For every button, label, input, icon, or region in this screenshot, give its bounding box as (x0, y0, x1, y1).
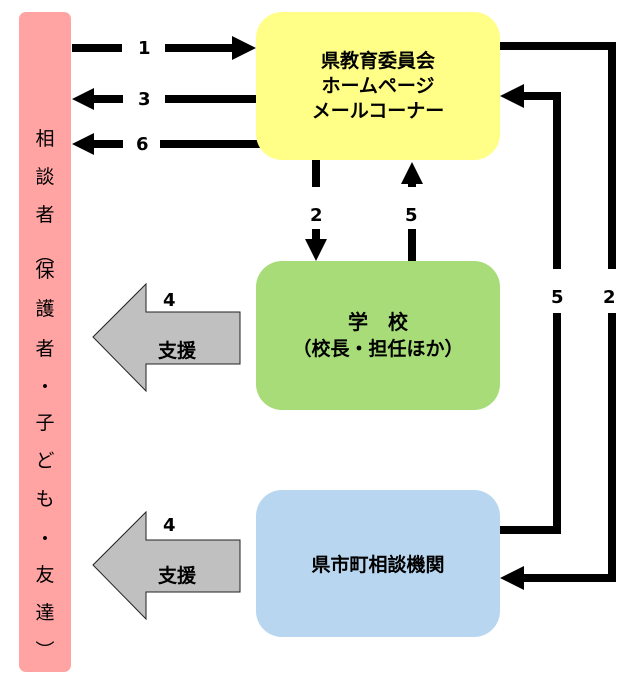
flow-label-5-agency: 5 (551, 287, 564, 308)
flow-label-5-school: 5 (405, 205, 418, 226)
consulter-char: ︶ (35, 640, 55, 662)
consulter-char: ・ (35, 528, 55, 550)
consultation-agency-box: 県市町相談機関 (256, 490, 500, 637)
consulter-char: 友 (35, 564, 55, 586)
consulter-char: 者 (35, 338, 55, 360)
school-line-1: 学 校 (348, 309, 408, 334)
consulter-char: も (35, 488, 55, 510)
board-of-education-box: 県教育委員会 ホームページ メールコーナー (256, 12, 500, 160)
consulter-bar: 相談者︵保護者・子ども・友達︶ (19, 12, 71, 672)
board-line-3: メールコーナー (311, 99, 445, 122)
school-box: 学 校 （校長・担任ほか） (256, 261, 500, 410)
flow-2-school-arrow (305, 160, 327, 261)
support-label-school: 支援 (158, 340, 197, 362)
consulter-char: 子 (35, 412, 55, 434)
consulter-char: ど (35, 450, 55, 472)
flow-label-6: 6 (136, 134, 149, 155)
flow-label-3: 3 (138, 89, 151, 110)
consulter-char: 相 (35, 128, 55, 150)
consulter-char: 談 (35, 166, 55, 188)
support-number-school: 4 (163, 290, 176, 311)
flow-6-arrow (72, 133, 260, 155)
consulter-char: ︵ (35, 244, 55, 266)
board-line-1: 県教育委員会 (320, 49, 435, 72)
flow-3-arrow (72, 88, 256, 110)
school-line-2: （校長・担任ほか） (292, 337, 464, 360)
flow-label-2-agency: 2 (603, 287, 616, 308)
support-arrow-school (92, 282, 241, 393)
flow-label-2-school: 2 (310, 205, 323, 226)
agency-line-1: 県市町相談機関 (311, 554, 445, 576)
support-label-agency: 支援 (158, 565, 197, 587)
consulter-char: ・ (35, 376, 55, 398)
board-line-2: ホームページ (321, 74, 435, 97)
flow-2-agency-arrow (500, 42, 616, 590)
flow-1-arrow (72, 36, 256, 60)
consulter-char: 者 (35, 204, 55, 226)
flow-label-1: 1 (138, 38, 151, 59)
support-arrow-agency (92, 510, 241, 621)
support-number-agency: 4 (163, 515, 176, 536)
consulter-char: 保 (35, 260, 55, 282)
consulter-char: 達 (35, 602, 55, 624)
flow-5-school-arrow (401, 162, 423, 261)
consulter-char: 護 (35, 298, 55, 320)
flow-5-agency-arrow (500, 84, 561, 534)
